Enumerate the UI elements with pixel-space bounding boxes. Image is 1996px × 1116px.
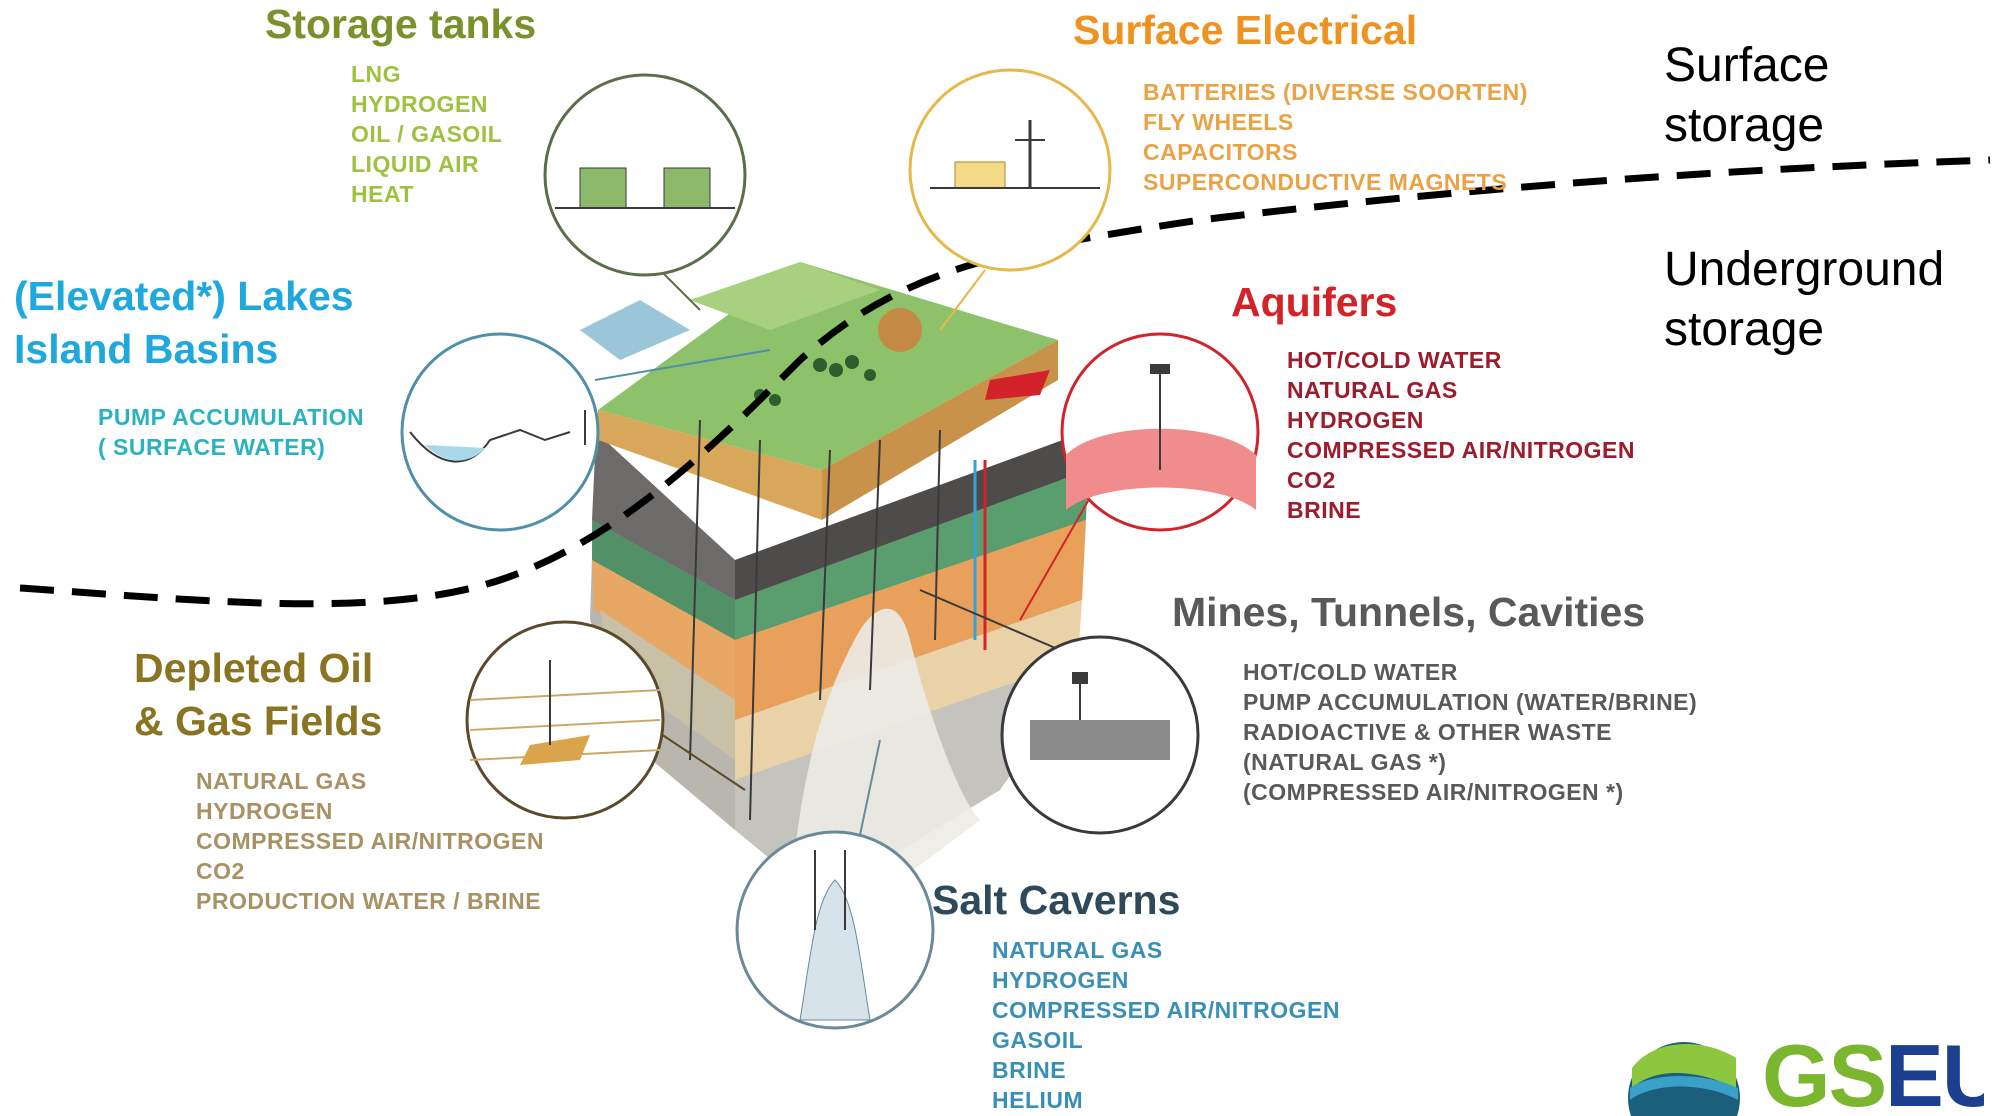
depleted-title-line1: Depleted Oil — [134, 645, 374, 691]
aquifers-section: Aquifers HOT/COLD WATER NATURAL GAS HYDR… — [1231, 279, 1635, 525]
salt-caverns-section: Salt Caverns NATURAL GAS HYDROGEN COMPRE… — [932, 877, 1340, 1115]
list-item: COMPRESSED AIR/NITROGEN — [196, 828, 545, 854]
list-item: HYDROGEN — [351, 91, 488, 118]
list-item: (COMPRESSED AIR/NITROGEN *) — [1243, 779, 1624, 806]
block-top-surface — [598, 262, 1058, 470]
storage-tanks-title: Storage tanks — [265, 1, 537, 47]
surface-electrical-section: Surface Electrical BATTERIES (DIVERSE SO… — [1073, 7, 1528, 197]
block-top-fields — [690, 262, 880, 330]
lakes-title-line2: Island Basins — [14, 326, 279, 372]
red-platform — [985, 370, 1050, 400]
list-item: HEAT — [351, 181, 414, 208]
list-item: CO2 — [1287, 467, 1336, 494]
list-item: NATURAL GAS — [992, 937, 1163, 964]
aquifers-list: HOT/COLD WATER NATURAL GAS HYDROGEN COMP… — [1287, 345, 1635, 525]
list-item: HYDROGEN — [196, 798, 333, 824]
list-item: HYDROGEN — [992, 967, 1129, 994]
underground-storage-label: Underground storage — [1664, 243, 1945, 356]
depleted-list: NATURAL GAS HYDROGEN COMPRESSED AIR/NITR… — [196, 766, 544, 916]
mines-title: Mines, Tunnels, Cavities — [1172, 589, 1646, 635]
list-item: NATURAL GAS — [1287, 377, 1458, 404]
storage-tanks-callout — [543, 73, 747, 311]
gseu-emblem-icon — [1628, 1042, 1740, 1116]
depleted-title-line2: & Gas Fields — [134, 698, 383, 744]
list-item: HELIUM — [992, 1087, 1084, 1114]
list-item: RADIOACTIVE & OTHER WASTE — [1243, 719, 1613, 746]
salt-callout — [735, 739, 935, 1030]
list-item: BRINE — [1287, 497, 1362, 524]
list-item: HYDROGEN — [1287, 407, 1424, 434]
surface-electrical-title: Surface Electrical — [1073, 7, 1418, 53]
lakes-section: (Elevated*) Lakes Island Basins PUMP ACC… — [14, 270, 364, 462]
list-item: PRODUCTION WATER / BRINE — [196, 888, 542, 914]
gseu-wordmark: GSEU — [1762, 1038, 1984, 1116]
lakes-callout — [400, 332, 771, 532]
surface-electrical-list: BATTERIES (DIVERSE SOORTEN) FLY WHEELS C… — [1143, 77, 1528, 197]
lakes-list: PUMP ACCUMULATION ( SURFACE WATER) — [98, 402, 364, 462]
salt-dome — [790, 608, 980, 900]
salt-caverns-list: NATURAL GAS HYDROGEN COMPRESSED AIR/NITR… — [992, 935, 1340, 1115]
logo-text-eu: EU — [1885, 1038, 1984, 1116]
storage-tanks-list: LNG HYDROGEN OIL / GASOIL LIQUID AIR HEA… — [351, 59, 536, 209]
block-left-strata-3 — [600, 610, 735, 760]
depleted-callout — [465, 620, 746, 820]
mines-section: Mines, Tunnels, Cavities HOT/COLD WATER … — [1172, 589, 1697, 807]
logo-text-gs: GS — [1762, 1038, 1887, 1116]
list-item: GASOIL — [992, 1027, 1084, 1054]
block-left-strata-2 — [592, 560, 735, 700]
list-item: LNG — [351, 61, 402, 88]
aquifers-title: Aquifers — [1231, 279, 1398, 325]
list-item: PUMP ACCUMULATION — [98, 404, 365, 430]
block-top-sea — [580, 300, 690, 360]
list-item: PUMP ACCUMULATION (WATER/BRINE) — [1243, 689, 1698, 716]
lakes-title-line1: (Elevated*) Lakes — [14, 273, 354, 319]
list-item: COMPRESSED AIR/NITROGEN — [1287, 437, 1636, 464]
town-marker — [878, 308, 922, 352]
list-item: ( SURFACE WATER) — [98, 434, 326, 460]
list-item: OIL / GASOIL — [351, 121, 503, 148]
block-left-strata-1 — [592, 520, 735, 640]
surface-electrical-callout — [908, 68, 1112, 331]
block-right-top-dark — [735, 430, 1090, 600]
mines-list: HOT/COLD WATER PUMP ACCUMULATION (WATER/… — [1243, 657, 1697, 807]
list-item: FLY WHEELS — [1143, 109, 1294, 136]
gseu-logo: GSEU — [1624, 1038, 1984, 1116]
list-item: SUPERCONDUCTIVE MAGNETS — [1143, 169, 1508, 196]
block-right-strata-2 — [735, 520, 1086, 720]
list-item: LIQUID AIR — [351, 151, 480, 178]
block-top-front-left — [598, 410, 822, 520]
depleted-fields-section: Depleted Oil & Gas Fields NATURAL GAS HY… — [134, 642, 544, 916]
list-item: COMPRESSED AIR/NITROGEN — [992, 997, 1341, 1024]
list-item: HOT/COLD WATER — [1243, 659, 1458, 686]
list-item: NATURAL GAS — [196, 768, 367, 794]
storage-tanks-section: Storage tanks LNG HYDROGEN OIL / GASOIL … — [265, 1, 537, 209]
salt-caverns-title: Salt Caverns — [932, 877, 1181, 923]
block-left-top-dark — [592, 432, 735, 600]
aquifers-callout — [1019, 332, 1260, 621]
wells — [689, 419, 941, 821]
surface-storage-label: Surface storage — [1664, 39, 1830, 152]
list-item: BRINE — [992, 1057, 1067, 1084]
boundary-dashed-line — [19, 156, 1991, 608]
list-item: CO2 — [196, 858, 245, 884]
list-item: BATTERIES (DIVERSE SOORTEN) — [1143, 79, 1528, 106]
list-item: CAPACITORS — [1143, 139, 1298, 166]
mines-callout — [919, 589, 1200, 835]
list-item: HOT/COLD WATER — [1287, 347, 1502, 374]
list-item: (NATURAL GAS *) — [1243, 749, 1447, 776]
